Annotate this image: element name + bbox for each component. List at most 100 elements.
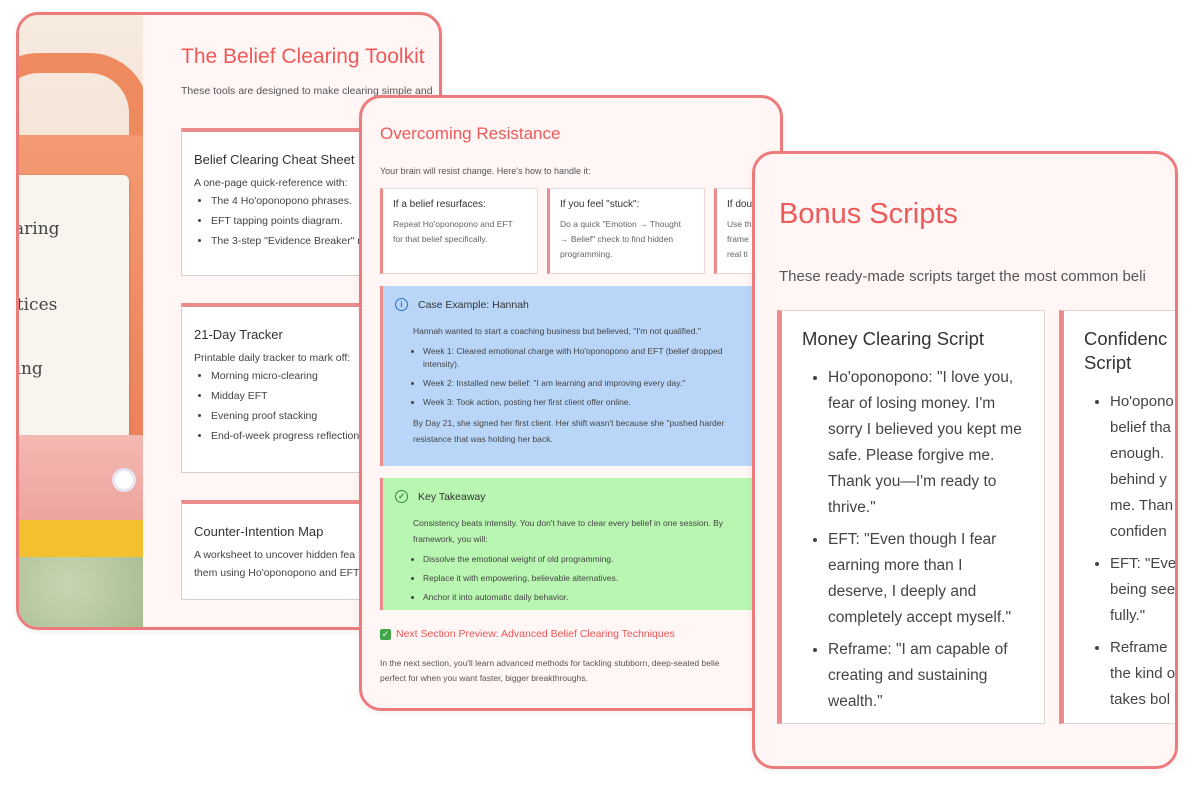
toolkit-photo: clearing ractices naling: [19, 15, 143, 627]
list-item: Anchor it into automatic daily behavior.: [423, 591, 768, 604]
takeaway-title: Key Takeaway: [418, 490, 486, 503]
tip-line: Do a quick "Emotion → Thought: [560, 219, 681, 229]
script-title: Confidenc Script: [1084, 327, 1175, 375]
list-item: Reframe: "I am capable of creating and s…: [828, 637, 1026, 715]
line: Reframe: [1110, 639, 1168, 656]
line: EFT: "Even though I fear: [828, 531, 997, 548]
tip-line: → Belief" check to find hidden: [560, 234, 674, 244]
title-line: Script: [1084, 352, 1132, 373]
key-takeaway-box: ✓ Key Takeaway Consistency beats intensi…: [380, 478, 780, 610]
line: the kind o: [1110, 665, 1176, 682]
line: sorry I believed you kept me: [828, 421, 1022, 438]
list-item: Dissolve the emotional weight of old pro…: [423, 553, 768, 566]
next-section-preview: ✓ Next Section Preview: Advanced Belief …: [380, 628, 675, 640]
list-item: Week 3: Took action, posting her first c…: [423, 396, 768, 409]
list-line: intensity).: [423, 359, 460, 369]
list-item: Week 1: Cleared emotional charge with Ho…: [423, 345, 768, 371]
line: behind y: [1110, 471, 1167, 488]
line: me. Than: [1110, 497, 1174, 514]
script-card: Confidenc Script Ho'opono belief tha eno…: [1059, 310, 1177, 724]
script-card: Money Clearing Script Ho'oponopono: "I l…: [777, 310, 1045, 724]
list-item: The 3-step "Evidence Breaker" r: [211, 235, 439, 247]
page-title: The Belief Clearing Toolkit: [181, 45, 425, 68]
case-header: i Case Example: Hannah: [395, 298, 768, 311]
page-subtitle: These ready-made scripts target the most…: [779, 268, 1146, 285]
photo-word: clearing: [19, 219, 60, 239]
preview-text: Next Section Preview: Advanced Belief Cl…: [396, 628, 675, 640]
tool-title: Belief Clearing Cheat Sheet: [194, 152, 355, 167]
script-title: Money Clearing Script: [802, 327, 1026, 351]
line: creating and sustaining: [828, 667, 988, 684]
list-item: EFT: "Eve being see fully.": [1110, 551, 1177, 629]
tool-desc: them using Ho'oponopono and EFT: [194, 567, 360, 579]
case-closing: resistance that was holding her back.: [413, 434, 553, 444]
line: being see: [1110, 581, 1176, 598]
line: confiden: [1110, 523, 1167, 540]
tip-title: If you feel "stuck":: [560, 199, 640, 210]
tip-line: Repeat Ho'oponopono and EFT: [393, 219, 513, 229]
list-item: End-of-week progress reflection: [211, 430, 439, 442]
line: EFT: "Eve: [1110, 555, 1177, 572]
tip-line: for that belief specifically.: [393, 234, 488, 244]
list-item: Replace it with empowering, believable a…: [423, 572, 768, 585]
list-item: The 4 Ho'oponopono phrases.: [211, 195, 439, 207]
tip-line: programming.: [560, 249, 613, 259]
line: earning more than I: [828, 557, 963, 574]
tip-title: If dou: [727, 199, 753, 210]
case-closing: By Day 21, she signed her first client. …: [413, 418, 725, 428]
page-subtitle: Your brain will resist change. Here's ho…: [380, 166, 591, 176]
line: enough.: [1110, 445, 1165, 462]
resistance-page: Overcoming Resistance Your brain will re…: [359, 95, 783, 711]
line: takes bol: [1110, 691, 1171, 708]
list-item: Morning micro-clearing: [211, 370, 439, 382]
tip-title: If a belief resurfaces:: [393, 199, 486, 210]
page-intro: These tools are designed to make clearin…: [181, 85, 433, 97]
closing-line: In the next section, you'll learn advanc…: [380, 658, 720, 668]
line: deserve, I deeply and: [828, 583, 977, 600]
takeaway-header: ✓ Key Takeaway: [395, 490, 768, 503]
flower-icon: [115, 471, 133, 489]
info-icon: i: [395, 298, 408, 311]
list-item: Ho'oponopono: "I love you, fear of losin…: [828, 365, 1026, 521]
tip-card: If you feel "stuck": Do a quick "Emotion…: [547, 188, 705, 274]
list-item: EFT tapping points diagram.: [211, 215, 439, 227]
case-intro: Hannah wanted to start a coaching busine…: [413, 326, 701, 336]
tool-title: 21-Day Tracker: [194, 327, 283, 342]
checkmark-box-icon: ✓: [380, 628, 391, 640]
grass: [19, 557, 143, 627]
photo-word: ractices: [19, 295, 58, 315]
line: safe. Please forgive me.: [828, 447, 995, 464]
takeaway-intro: Consistency beats intensity. You don't h…: [413, 518, 724, 528]
tip-line: Use th: [727, 219, 752, 229]
page-title: Bonus Scripts: [779, 198, 958, 230]
page-title: Overcoming Resistance: [380, 124, 561, 143]
tip-line: real ti: [727, 249, 748, 259]
list-item: Ho'opono belief tha enough. behind y me.…: [1110, 389, 1175, 545]
line: fully.": [1110, 607, 1146, 624]
title-line: Confidenc: [1084, 328, 1168, 349]
line: Thank you—I'm ready to: [828, 473, 997, 490]
tool-desc: A worksheet to uncover hidden fea: [194, 549, 356, 561]
yellow-base: [19, 520, 143, 562]
photo-word: naling: [19, 359, 43, 379]
tool-title: Counter-Intention Map: [194, 524, 324, 539]
closing-line: perfect for when you want faster, bigger…: [380, 673, 588, 683]
title-line: Money Clearing Script: [802, 328, 984, 349]
check-circle-icon: ✓: [395, 490, 408, 503]
list-item: Midday EFT: [211, 390, 439, 402]
bonus-scripts-page: Bonus Scripts These ready-made scripts t…: [752, 151, 1178, 769]
case-example-box: i Case Example: Hannah Hannah wanted to …: [380, 286, 780, 466]
line: Ho'opono: [1110, 393, 1174, 410]
line: Ho'oponopono: "I love you,: [828, 369, 1014, 386]
line: completely accept myself.": [828, 609, 1011, 626]
tool-desc: Printable daily tracker to mark off:: [194, 352, 351, 364]
list-item: Reframe the kind o takes bol: [1110, 635, 1176, 713]
takeaway-intro: framework, you will:: [413, 534, 488, 544]
list-item: Week 2: Installed new belief: "I am lear…: [423, 377, 768, 390]
tip-card: If a belief resurfaces: Repeat Ho'oponop…: [380, 188, 538, 274]
tip-line: frame: [727, 234, 749, 244]
line: fear of losing money. I'm: [828, 395, 996, 412]
tool-desc: A one-page quick-reference with:: [194, 177, 348, 189]
line: Reframe: "I am capable of: [828, 641, 1008, 658]
list-item: Evening proof stacking: [211, 410, 439, 422]
